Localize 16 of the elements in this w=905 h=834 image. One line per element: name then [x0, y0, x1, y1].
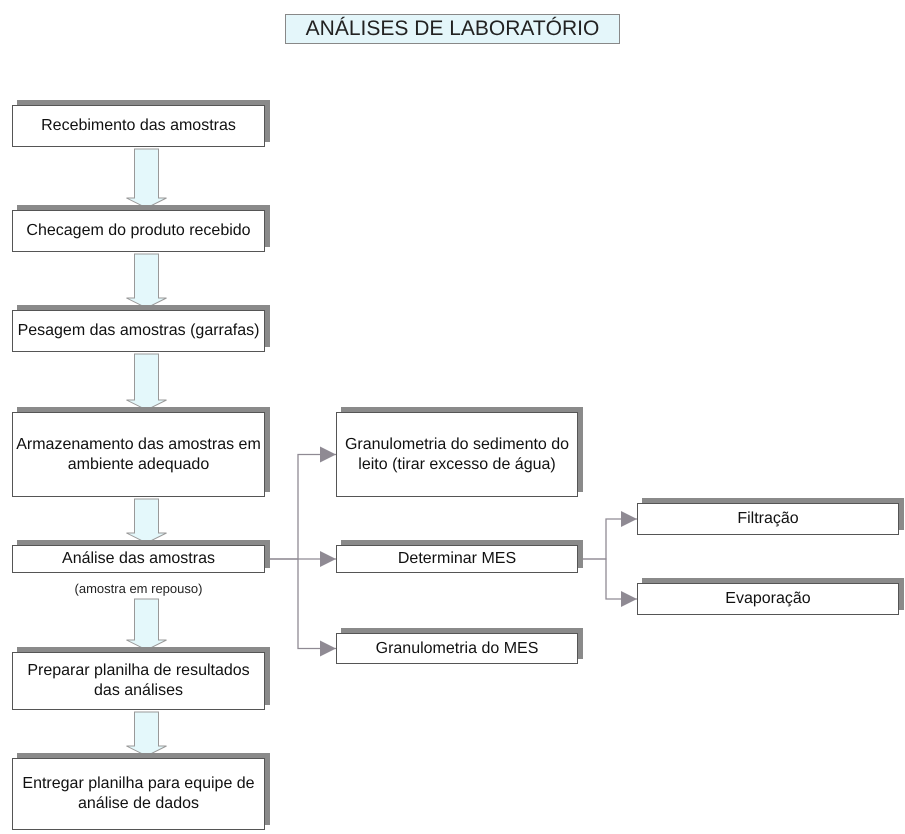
box-text: Granulometria do sedimento do leito (tirar excesso de água)	[344, 434, 570, 474]
box-text: Filtração	[737, 509, 799, 529]
box-text: Checagem do produto recebido	[26, 221, 251, 241]
box-text: Determinar MES	[398, 549, 516, 569]
box-text: Pesagem das amostras (garrafas)	[18, 321, 260, 341]
box-text: Recebimento das amostras	[41, 116, 236, 136]
box-text: Evaporação	[725, 589, 811, 609]
box-text: Preparar planilha de resultados das análises	[26, 661, 251, 701]
arrow	[270, 558, 336, 656]
box-text: Granulometria do MES	[376, 638, 538, 658]
arrow	[583, 558, 637, 607]
note-text: (amostra em repouso)	[74, 581, 204, 596]
box-text: Entregar planilha para equipe de análise de dados	[21, 774, 256, 814]
title: ANÁLISES DE LABORATÓRIO	[285, 14, 620, 44]
box-text: Armazenamento das amostras em ambiente adequado	[15, 434, 262, 474]
box-text: Análise das amostras	[62, 549, 215, 569]
